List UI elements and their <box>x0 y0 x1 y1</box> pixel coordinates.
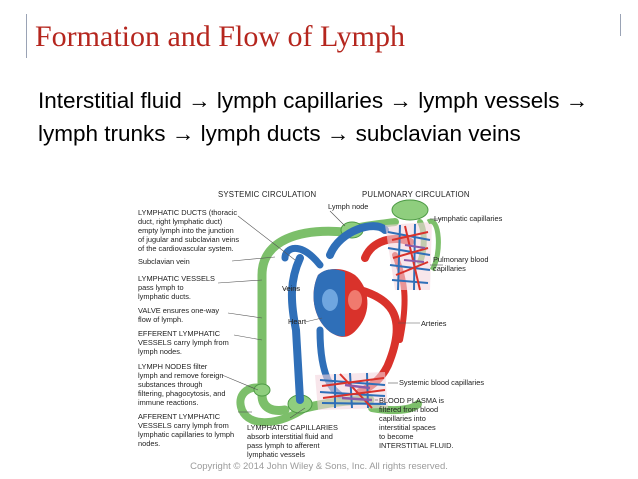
flow-step-lymph-trunks: lymph trunks <box>38 121 166 146</box>
label-line: VALVE ensures one-way <box>138 306 219 315</box>
label-line: pass lymph to <box>138 283 184 292</box>
label-line: of the cardiovascular system. <box>138 244 234 253</box>
flow-step-subclavian-veins: subclavian veins <box>355 121 521 146</box>
label-line: LYMPHATIC VESSELS <box>138 274 215 283</box>
pulmonary-capillary-bed-art <box>385 218 441 291</box>
label-line: capillaries into <box>379 414 426 423</box>
label-veins: Veins <box>282 284 300 293</box>
label-lymphatic-capillaries: Lymphatic capillaries <box>434 214 503 223</box>
label-line: VESSELS carry lymph from <box>138 421 229 430</box>
flow-step-interstitial-fluid: Interstitial fluid <box>38 88 182 113</box>
label-line: lymphatic ducts. <box>138 292 191 301</box>
title-rule-left <box>26 14 27 58</box>
label-line: pass lymph to afferent <box>247 441 320 450</box>
label-line: EFFERENT LYMPHATIC <box>138 329 221 338</box>
flow-arrow-icon: → <box>326 121 350 146</box>
label-line: filtering, phagocytosis, and <box>138 389 226 398</box>
label-line: LYMPHATIC DUCTS (thoracic <box>138 208 237 217</box>
flow-arrow-icon: → <box>565 88 589 113</box>
title-rule-right <box>620 14 621 36</box>
label-line: immune reactions. <box>138 398 198 407</box>
label-line: BLOOD PLASMA is <box>379 396 444 405</box>
label-line: capillaries <box>433 264 466 273</box>
heart-art <box>313 268 368 337</box>
label-lymphatic-vessels: LYMPHATIC VESSELS pass lymph to lymphati… <box>138 274 215 301</box>
flow-step-lymph-capillaries: lymph capillaries <box>216 88 384 113</box>
label-line: to become <box>379 432 414 441</box>
label-systemic-blood-capillaries: Systemic blood capillaries <box>399 378 484 387</box>
flow-description: Interstitial fluid → lymph capillaries →… <box>38 84 613 150</box>
flow-arrow-icon: → <box>389 88 412 113</box>
label-line: LYMPH NODES filter <box>138 362 208 371</box>
label-line: Pulmonary blood <box>433 255 488 264</box>
flow-step-lymph-ducts: lymph ducts <box>200 121 321 146</box>
label-pulmonary-blood-capillaries: Pulmonary blood capillaries <box>433 255 488 273</box>
label-line: nodes. <box>138 439 160 448</box>
label-line: flow of lymph. <box>138 315 183 324</box>
label-arteries: Arteries <box>421 319 447 328</box>
label-line: absorb interstitial fluid and <box>247 432 333 441</box>
label-lymph-nodes: LYMPH NODES filter lymph and remove fore… <box>138 362 226 407</box>
label-line: AFFERENT LYMPHATIC <box>138 412 221 421</box>
systemic-circulation-header: SYSTEMIC CIRCULATION <box>218 190 316 199</box>
label-line: LYMPHATIC CAPILLARIES <box>247 423 338 432</box>
label-line: of jugular and subclavian veins <box>138 235 239 244</box>
label-lymph-node: Lymph node <box>328 202 368 211</box>
systemic-capillary-bed-art <box>315 372 388 410</box>
label-lymphatic-capillaries-center: LYMPHATIC CAPILLARIES absorb interstitia… <box>247 423 338 459</box>
label-efferent-lymphatic-vessels: EFFERENT LYMPHATIC VESSELS carry lymph f… <box>138 329 229 356</box>
flow-arrow-icon: → <box>171 121 195 146</box>
flow-step-lymph-vessels: lymph vessels <box>418 88 560 113</box>
label-line: lymph nodes. <box>138 347 182 356</box>
label-line: INTERSTITIAL FLUID. <box>379 441 453 450</box>
pulmonary-circulation-header: PULMONARY CIRCULATION <box>362 190 470 199</box>
label-line: interstitial spaces <box>379 423 436 432</box>
label-lymphatic-ducts: LYMPHATIC DUCTS (thoracic duct, right ly… <box>138 208 239 253</box>
label-line: lymphatic capillaries to lymph <box>138 430 234 439</box>
label-line: lymphatic vessels <box>247 450 305 459</box>
label-line: lymph and remove foreign <box>138 371 223 380</box>
label-line: empty lymph into the junction <box>138 226 234 235</box>
label-subclavian-vein: Subclavian vein <box>138 257 190 266</box>
label-line: substances through <box>138 380 203 389</box>
flow-arrow-icon: → <box>188 88 211 113</box>
copyright-notice: Copyright © 2014 John Wiley & Sons, Inc.… <box>190 461 448 472</box>
label-line: duct, right lymphatic duct) <box>138 217 222 226</box>
label-heart: Heart <box>288 317 306 326</box>
label-line: filtered from blood <box>379 405 438 414</box>
label-afferent-lymphatic-vessels: AFFERENT LYMPHATIC VESSELS carry lymph f… <box>138 412 234 448</box>
label-valve: VALVE ensures one-way flow of lymph. <box>138 306 219 324</box>
page-title: Formation and Flow of Lymph <box>35 20 405 53</box>
leader-lines <box>217 210 443 419</box>
label-blood-plasma: BLOOD PLASMA is filtered from blood capi… <box>379 396 453 450</box>
label-line: VESSELS carry lymph from <box>138 338 229 347</box>
